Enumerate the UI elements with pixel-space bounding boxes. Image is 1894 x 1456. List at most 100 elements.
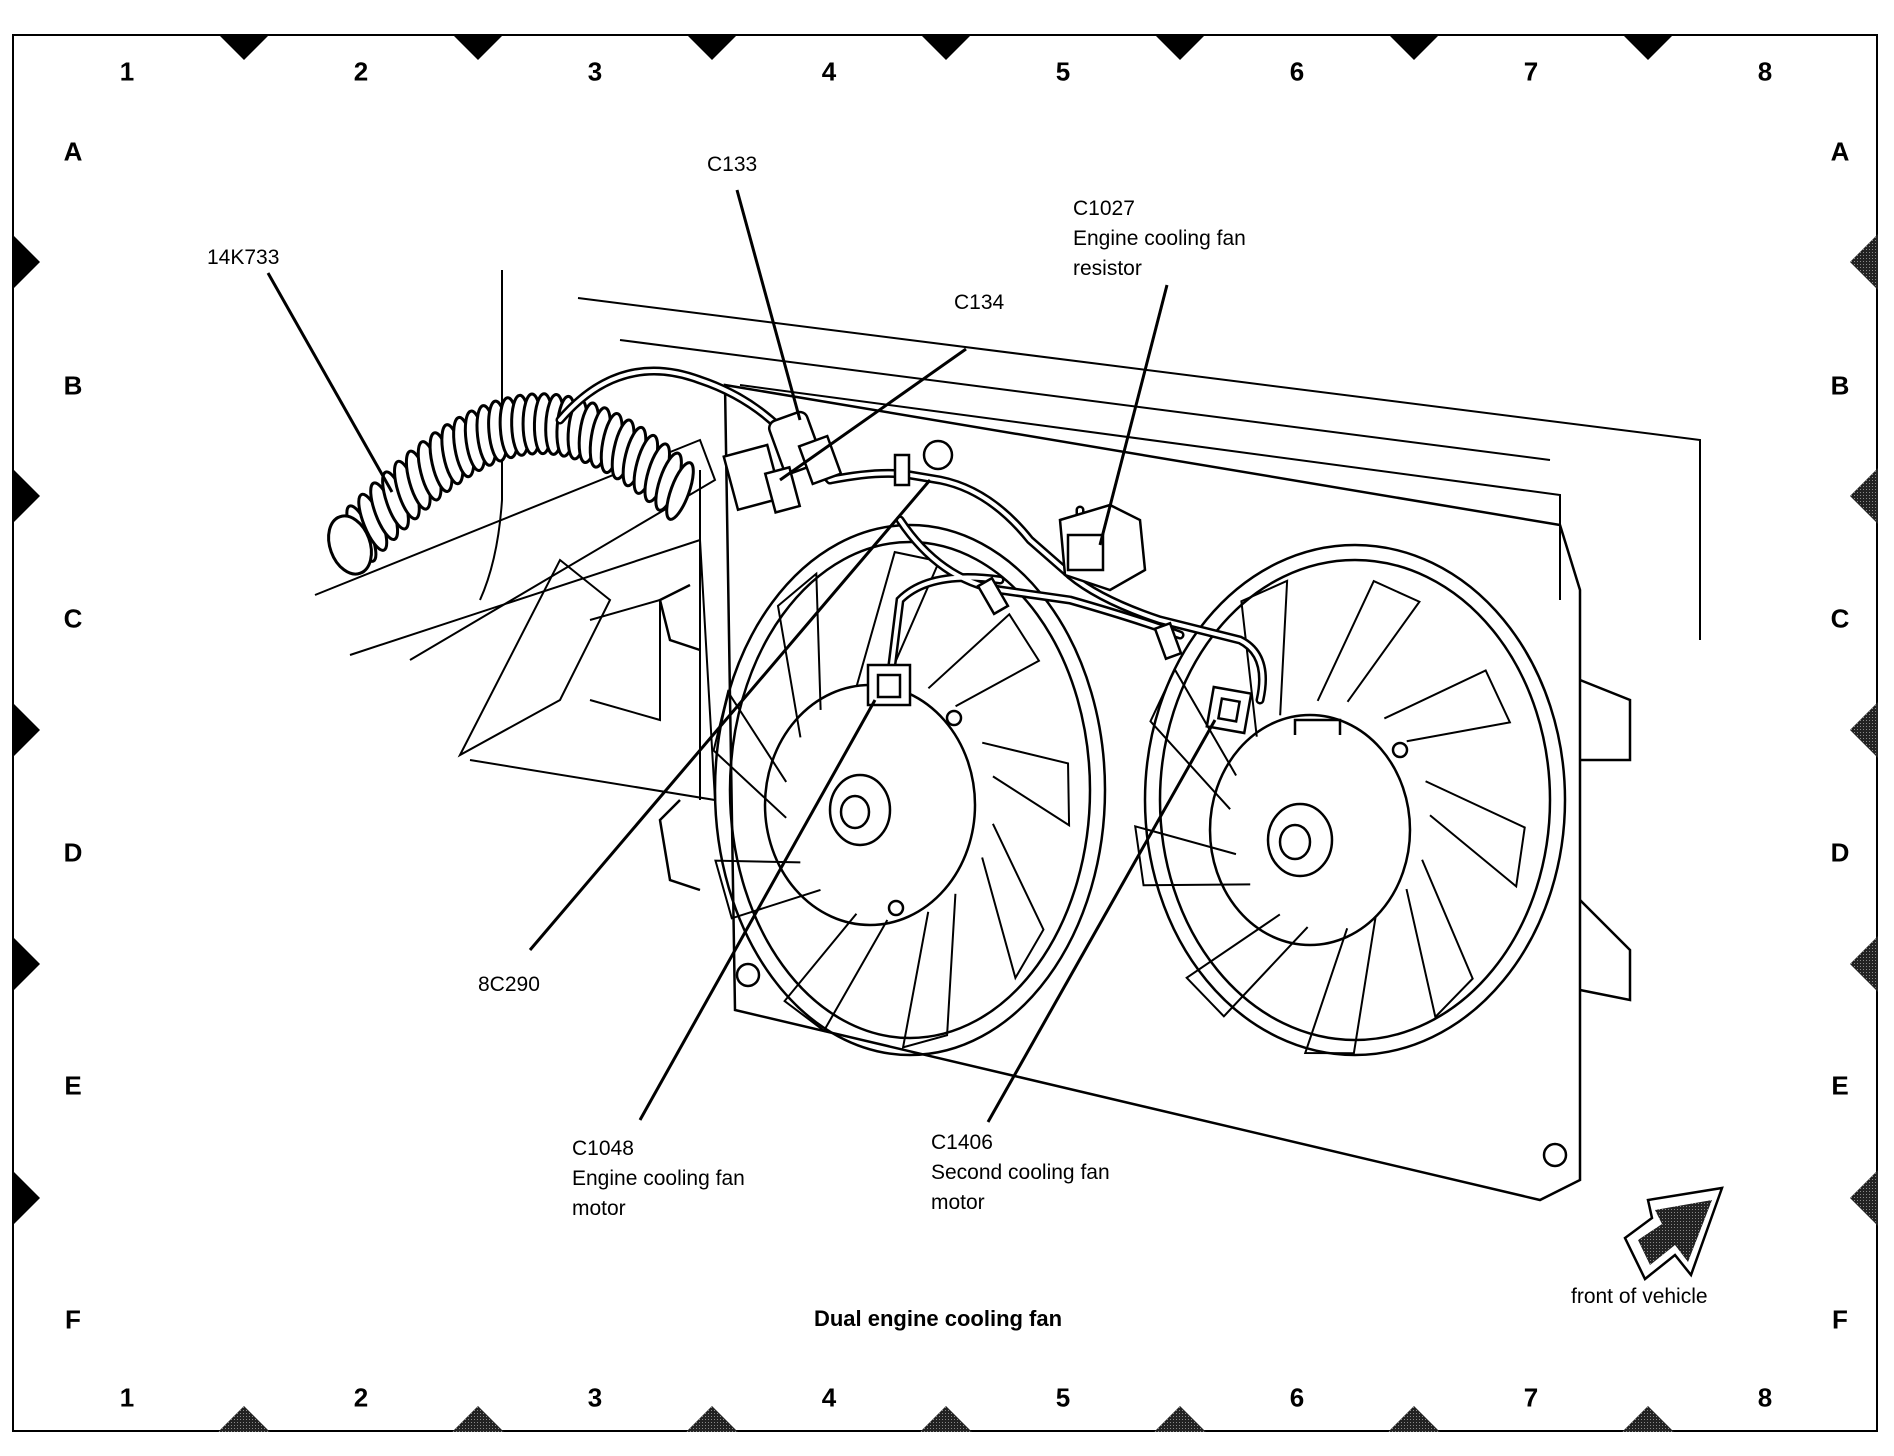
leader-c1027 (1098, 284, 1169, 546)
grid-marker-top-icon (1622, 34, 1674, 60)
callout-14k733: 14K733 (207, 243, 279, 273)
connector-c134 (722, 443, 802, 514)
fan-blade (714, 859, 821, 920)
grid-marker-top-icon (452, 34, 504, 60)
fan-blade (927, 612, 1041, 708)
fan-shroud (658, 383, 1632, 1202)
callout-id: C1406 (931, 1131, 993, 1154)
fan-blade (901, 893, 957, 1049)
callout-c1048: C1048 Engine cooling fan motor (572, 1134, 745, 1224)
grid-column-label-bottom: 7 (1523, 1382, 1539, 1413)
left-cooling-fan (712, 523, 1107, 1057)
grid-column-label-bottom: 3 (587, 1382, 603, 1413)
callout-id: 14K733 (207, 246, 280, 269)
fan-blade (1383, 669, 1512, 743)
callout-description: motor (572, 1197, 626, 1220)
grid-column-label-bottom: 8 (1757, 1382, 1773, 1413)
callout-c133: C133 (707, 150, 757, 180)
fan-blade (712, 689, 788, 819)
callout-c1027: C1027 Engine cooling fan resistor (1073, 194, 1246, 284)
fan-blade (1240, 579, 1289, 737)
grid-marker-top-icon (1388, 34, 1440, 60)
grid-marker-left-icon (12, 702, 40, 758)
leader-c1406 (986, 719, 1217, 1123)
grid-column-label-top: 7 (1523, 56, 1539, 87)
grid-column-label-bottom: 5 (1055, 1382, 1071, 1413)
grid-column-label-top: 6 (1289, 56, 1305, 87)
grid-marker-right-icon (1850, 468, 1878, 524)
grid-marker-left-icon (12, 936, 40, 992)
grid-marker-right-icon (1850, 1170, 1878, 1226)
grid-marker-right-icon (1850, 936, 1878, 992)
grid-row-label-right: D (1830, 837, 1850, 867)
leader-c133 (735, 189, 802, 421)
callout-8c290: 8C290 (478, 970, 540, 1000)
grid-column-label-bottom: 1 (119, 1382, 135, 1413)
connector-c133 (767, 410, 843, 486)
grid-column-label-bottom: 2 (353, 1382, 369, 1413)
grid-column-label-top: 4 (821, 56, 837, 87)
grid-column-label-top: 8 (1757, 56, 1773, 87)
conduit-rib (665, 461, 695, 521)
grid-row-label-right: E (1831, 1070, 1849, 1101)
right-cooling-fan (1134, 543, 1567, 1057)
fan-blade (776, 571, 822, 738)
grid-column-label-bottom: 6 (1289, 1382, 1305, 1413)
wiring-harness-8c290-inner (558, 369, 1265, 702)
grid-marker-left-icon (12, 234, 40, 290)
grid-marker-left-icon (12, 468, 40, 524)
fan-blade (1185, 913, 1309, 1018)
leader-lines (266, 189, 1217, 1123)
grid-column-label-top: 2 (353, 56, 369, 87)
grid-marker-top-icon (1154, 34, 1206, 60)
grid-marker-bottom-icon (1622, 1406, 1674, 1432)
fan-blade (981, 823, 1045, 981)
fan-blade (783, 913, 889, 1033)
grid-row-label-left: E (64, 1070, 82, 1101)
grid-marker-bottom-icon (920, 1406, 972, 1432)
fan-blade (982, 741, 1071, 828)
callout-c1406: C1406 Second cooling fan motor (931, 1128, 1110, 1218)
callout-id: C1027 (1073, 197, 1135, 220)
grid-row-label-left: C (63, 603, 83, 634)
grid-row-label-left: B (63, 370, 83, 400)
front-of-vehicle-label: front of vehicle (1571, 1285, 1708, 1308)
fan-blade (1405, 859, 1474, 1019)
callout-c134: C134 (954, 288, 1004, 318)
radiator-support (314, 270, 1701, 802)
connector-c1027-resistor (1058, 503, 1147, 592)
grid-column-label-top: 1 (119, 56, 135, 87)
front-of-vehicle-arrow-icon (1623, 1186, 1724, 1281)
fan-blade (1134, 824, 1251, 887)
callout-description: motor (931, 1191, 985, 1214)
connector-c1048 (866, 663, 912, 707)
grid-row-label-right: A (1830, 136, 1850, 167)
leader-c134 (779, 347, 967, 482)
harness-clips (893, 453, 1183, 661)
grid-marker-right-icon (1850, 702, 1878, 758)
callout-id: 8C290 (478, 973, 540, 996)
grid-marker-bottom-icon (218, 1406, 270, 1432)
grid-row-label-left: F (65, 1304, 81, 1334)
grid-row-label-right: C (1830, 603, 1850, 634)
fan-blade (1425, 780, 1526, 889)
callout-description: Second cooling fan (931, 1161, 1110, 1184)
diagram-title: Dual engine cooling fan (813, 1306, 1063, 1331)
grid-row-label-left: D (63, 837, 83, 867)
grid-marker-top-icon (218, 34, 270, 60)
grid-marker-top-icon (686, 34, 738, 60)
connector-c1406 (1205, 685, 1253, 735)
grid-marker-bottom-icon (686, 1406, 738, 1432)
leader-8c290 (528, 479, 932, 951)
fan-blade (1316, 579, 1421, 703)
grid-row-label-right: F (1832, 1304, 1848, 1334)
grid-marker-right-icon (1850, 234, 1878, 290)
wiring-harness-14k733 (327, 392, 695, 576)
callout-id: C134 (954, 291, 1005, 314)
callout-description: resistor (1073, 257, 1142, 280)
grid-marker-bottom-icon (452, 1406, 504, 1432)
grid-marker-top-icon (920, 34, 972, 60)
callout-id: C1048 (572, 1137, 634, 1160)
leader-c1048 (638, 699, 877, 1121)
